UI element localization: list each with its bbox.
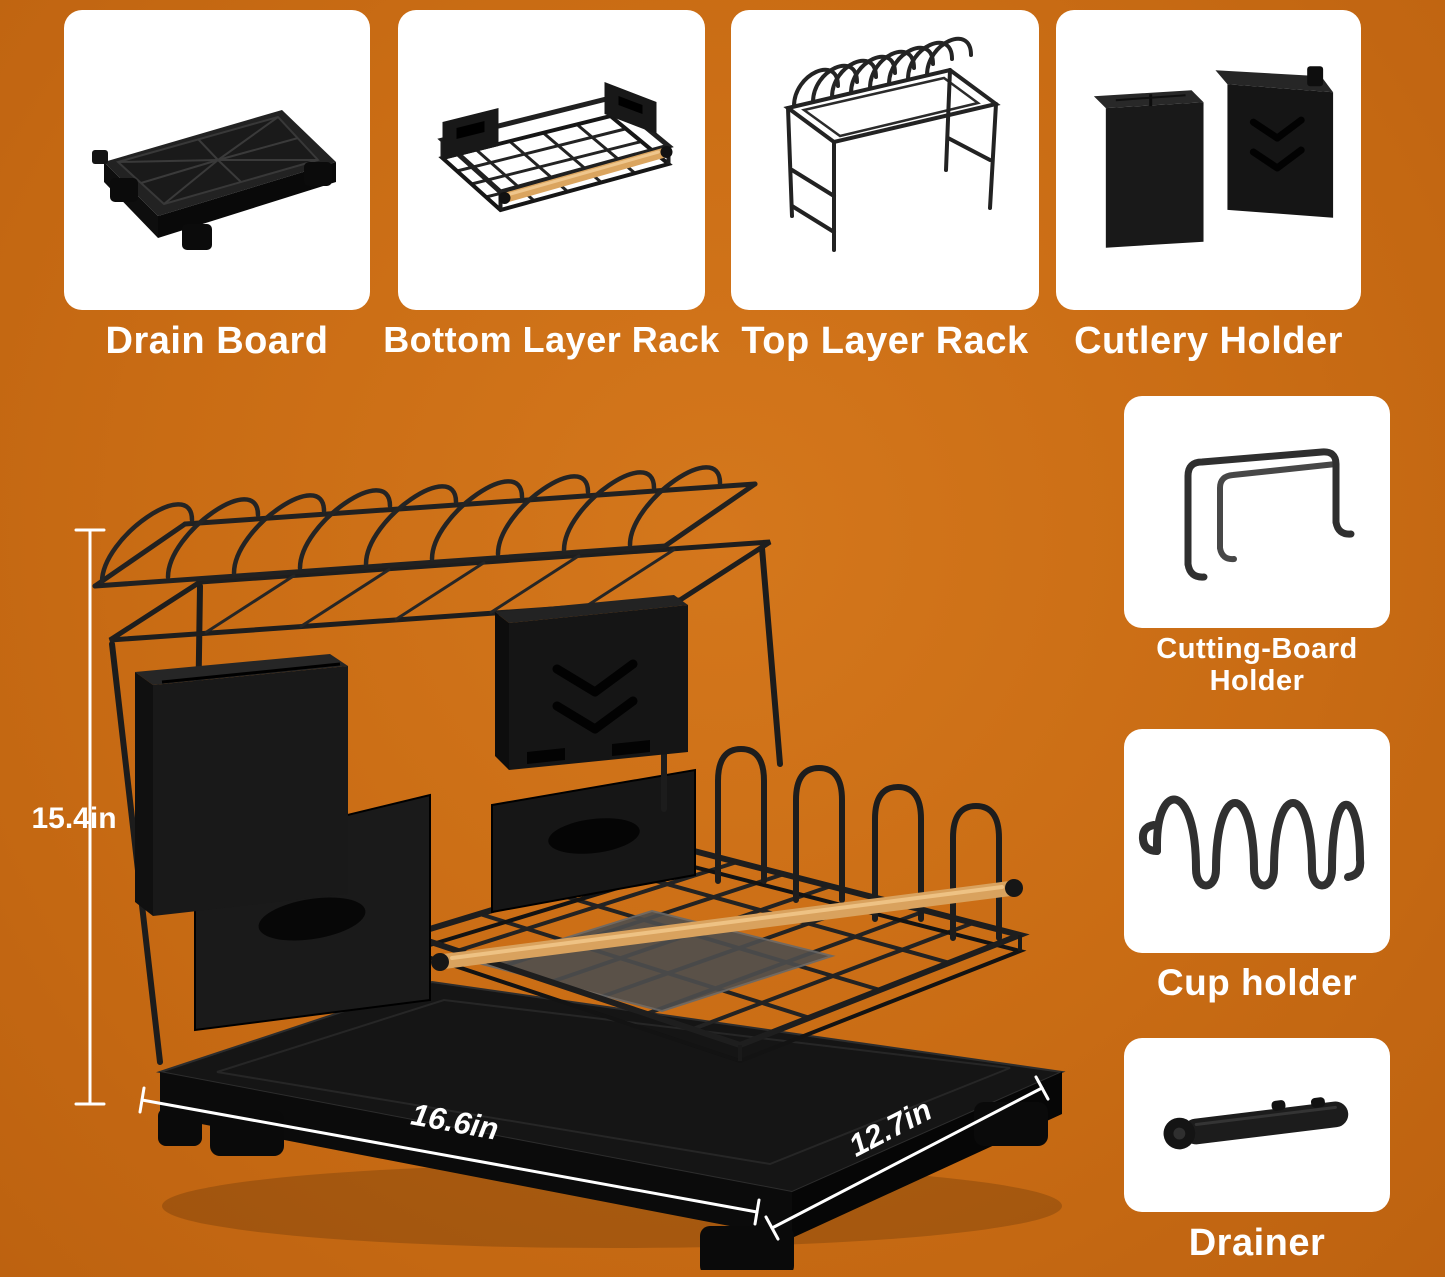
drainer-label: Drainer xyxy=(1188,1222,1326,1264)
cutting-board-holder-image xyxy=(1184,448,1355,581)
top-layer-rack-card xyxy=(731,10,1039,310)
bottom-layer-rack-label: Bottom Layer Rack xyxy=(383,319,720,360)
dimension-annotations xyxy=(74,528,1050,1241)
drain-board-card xyxy=(64,10,370,310)
drain-board-label: Drain Board xyxy=(105,320,329,362)
cup-holder-card xyxy=(1124,729,1390,953)
drain-board-image xyxy=(92,110,336,250)
wooden-handle xyxy=(431,879,1023,971)
drainer-image xyxy=(1163,1097,1349,1150)
cup-holder-image xyxy=(1138,795,1365,890)
cutlery-holder-box xyxy=(135,654,348,916)
cutlery-holder-image xyxy=(1093,66,1334,248)
cup-holder-label: Cup holder xyxy=(1156,962,1358,1003)
drainer-card xyxy=(1124,1038,1390,1212)
cutlery-holder-label: Cutlery Holder xyxy=(1074,320,1343,362)
width-dimension-line xyxy=(140,1098,759,1214)
depth-dimension-line xyxy=(770,1086,1044,1230)
plate-prongs xyxy=(715,745,1002,941)
bottom-layer-rack-card xyxy=(398,10,705,310)
top-layer-rack xyxy=(92,465,772,643)
height-dimension-value: 15.4in xyxy=(31,802,116,835)
cutting-board-holder-card xyxy=(1124,396,1390,628)
cutting-board-holder-label: Cutting-Board Holder xyxy=(1156,633,1358,698)
assembled-dish-rack-image: 15.4in 16.6in 12.7in xyxy=(31,465,1066,1270)
bottom-layer-rack-image xyxy=(437,82,674,213)
top-layer-rack-label: Top Layer Rack xyxy=(741,320,1029,362)
top-layer-rack-image xyxy=(783,36,1001,252)
chevron-cutlery-box xyxy=(495,595,688,770)
cutlery-holder-card xyxy=(1056,10,1361,310)
